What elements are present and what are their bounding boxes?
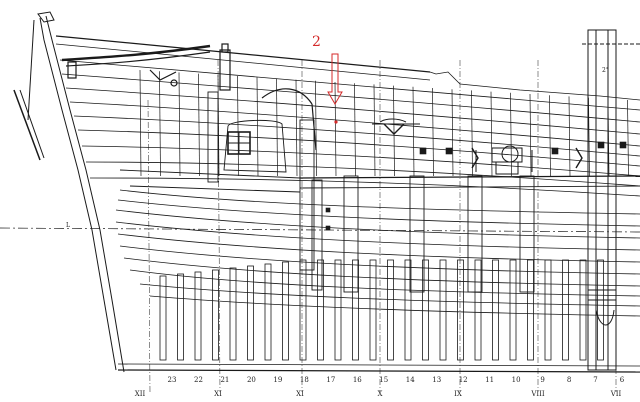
callout-arrow bbox=[327, 53, 343, 124]
frame-line bbox=[256, 77, 259, 177]
station-label: XI bbox=[296, 390, 304, 398]
frame-label: 6 bbox=[620, 376, 625, 384]
cannon bbox=[471, 145, 583, 175]
callout-number: 2 bbox=[312, 34, 321, 50]
hull-rib bbox=[229, 267, 237, 361]
frame-label: 14 bbox=[406, 376, 415, 384]
station-label: XI bbox=[214, 390, 222, 398]
frame-label: 20 bbox=[247, 376, 256, 384]
frame-label: 19 bbox=[273, 376, 282, 384]
hull-rib bbox=[194, 271, 202, 361]
frame-label: 16 bbox=[353, 376, 362, 384]
frame-line bbox=[627, 99, 629, 177]
frame-line bbox=[393, 85, 395, 177]
frame-label: 8 bbox=[567, 376, 571, 384]
station-lines bbox=[147, 59, 617, 393]
hull-rib bbox=[422, 259, 429, 361]
frame-line bbox=[490, 91, 493, 177]
hull-rib bbox=[544, 259, 552, 361]
frame-line bbox=[529, 93, 532, 177]
mast bbox=[582, 29, 640, 371]
hull-rib bbox=[562, 259, 569, 361]
hull-rib bbox=[597, 259, 604, 361]
frame-label: 18 bbox=[300, 376, 309, 384]
hull-rib bbox=[439, 259, 447, 361]
hull-rib bbox=[264, 263, 272, 361]
hull-rib bbox=[212, 269, 219, 361]
station-label: VII bbox=[610, 390, 622, 398]
waterline bbox=[0, 227, 640, 233]
station-label: VIII bbox=[530, 390, 545, 398]
stern-davit bbox=[61, 43, 317, 151]
frame-line bbox=[471, 90, 473, 177]
frame-line bbox=[237, 75, 239, 177]
frame-label: 11 bbox=[485, 376, 494, 384]
frame-label: 12 bbox=[459, 376, 468, 384]
hull-rib bbox=[247, 265, 254, 361]
frame-line bbox=[295, 79, 298, 177]
centerline-label: L bbox=[66, 222, 70, 229]
hull-rib bbox=[457, 259, 464, 361]
frame-label: 7 bbox=[593, 376, 597, 384]
sheer-lines bbox=[55, 35, 640, 197]
hull-planking bbox=[115, 189, 640, 373]
frame-line bbox=[412, 86, 415, 177]
frame-line bbox=[159, 71, 161, 177]
frame-line bbox=[178, 72, 181, 177]
station-label: XII bbox=[135, 390, 146, 398]
roman-labels: XII XI XI X IX VIII VII bbox=[135, 390, 622, 398]
crest-emblem bbox=[372, 118, 420, 135]
hull-rib bbox=[317, 259, 324, 361]
frame-line bbox=[373, 84, 376, 177]
mast-angle-label: 2° bbox=[602, 67, 609, 74]
frame-stations bbox=[139, 69, 629, 177]
hull-rib bbox=[282, 261, 289, 361]
frame-line bbox=[510, 92, 512, 177]
hull-ribs bbox=[159, 259, 604, 361]
hull-rib bbox=[177, 273, 184, 361]
frame-line bbox=[588, 97, 590, 177]
station-label: X bbox=[378, 390, 383, 398]
frame-line bbox=[334, 81, 337, 177]
stern-post bbox=[13, 11, 125, 373]
hull-rib bbox=[579, 259, 587, 361]
deck-fittings bbox=[325, 141, 627, 231]
frame-line bbox=[315, 80, 317, 177]
hull-rib bbox=[492, 259, 499, 361]
frame-line bbox=[549, 95, 551, 177]
hull-rib bbox=[404, 259, 412, 361]
frame-label: 17 bbox=[326, 376, 335, 384]
frame-label: 9 bbox=[540, 376, 544, 384]
frame-label: 21 bbox=[220, 376, 229, 384]
cabin-window bbox=[223, 119, 287, 173]
frame-labels: 23 22 21 20 19 18 17 16 15 14 13 12 11 10 9 8 7 6 bbox=[168, 376, 625, 384]
station-label: IX bbox=[454, 390, 462, 398]
hull-rib bbox=[334, 259, 342, 361]
frame-label: 10 bbox=[512, 376, 521, 384]
hull-rib bbox=[527, 259, 534, 361]
hull-rib bbox=[299, 259, 307, 361]
frame-line bbox=[198, 73, 200, 177]
frame-line bbox=[568, 96, 571, 177]
hull-rib bbox=[387, 259, 394, 361]
hull-rib bbox=[159, 275, 167, 361]
frame-label: 15 bbox=[379, 376, 388, 384]
frame-line bbox=[276, 78, 278, 177]
frame-line bbox=[354, 83, 356, 177]
hull-rib bbox=[352, 259, 359, 361]
hull-rib bbox=[369, 259, 377, 361]
frame-line bbox=[451, 89, 454, 177]
frame-line bbox=[432, 87, 434, 177]
hull-rib bbox=[474, 259, 482, 361]
frame-line bbox=[139, 69, 142, 177]
frame-label: 13 bbox=[432, 376, 441, 384]
hull-rib bbox=[509, 259, 517, 361]
frame-label: 22 bbox=[194, 376, 203, 384]
deck-structure bbox=[119, 91, 640, 293]
frame-label: 23 bbox=[168, 376, 177, 384]
